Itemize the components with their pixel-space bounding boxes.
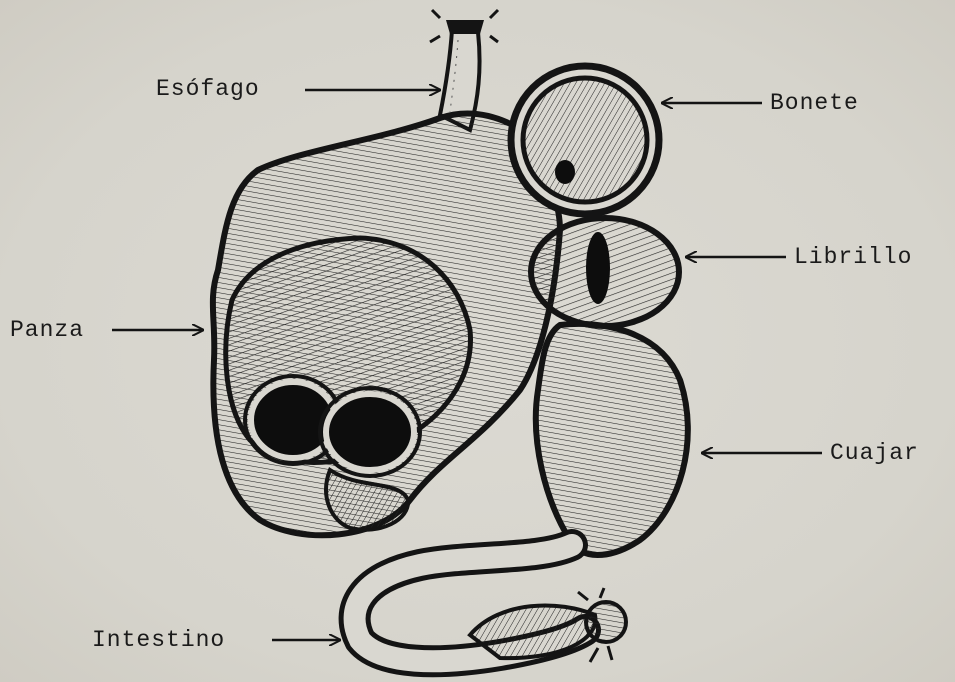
label-panza: Panza	[10, 319, 84, 342]
intestine-shape	[355, 545, 626, 662]
omasum-shape	[531, 218, 679, 326]
label-bonete: Bonete	[770, 92, 859, 115]
reticulum-shape	[511, 66, 659, 214]
label-intestino: Intestino	[92, 629, 225, 652]
abomasum-shape	[536, 324, 688, 555]
label-librillo: Librillo	[794, 246, 912, 269]
label-cuajar: Cuajar	[830, 442, 919, 465]
rumen-shape	[213, 113, 560, 535]
label-esofago: Esófago	[156, 78, 260, 101]
